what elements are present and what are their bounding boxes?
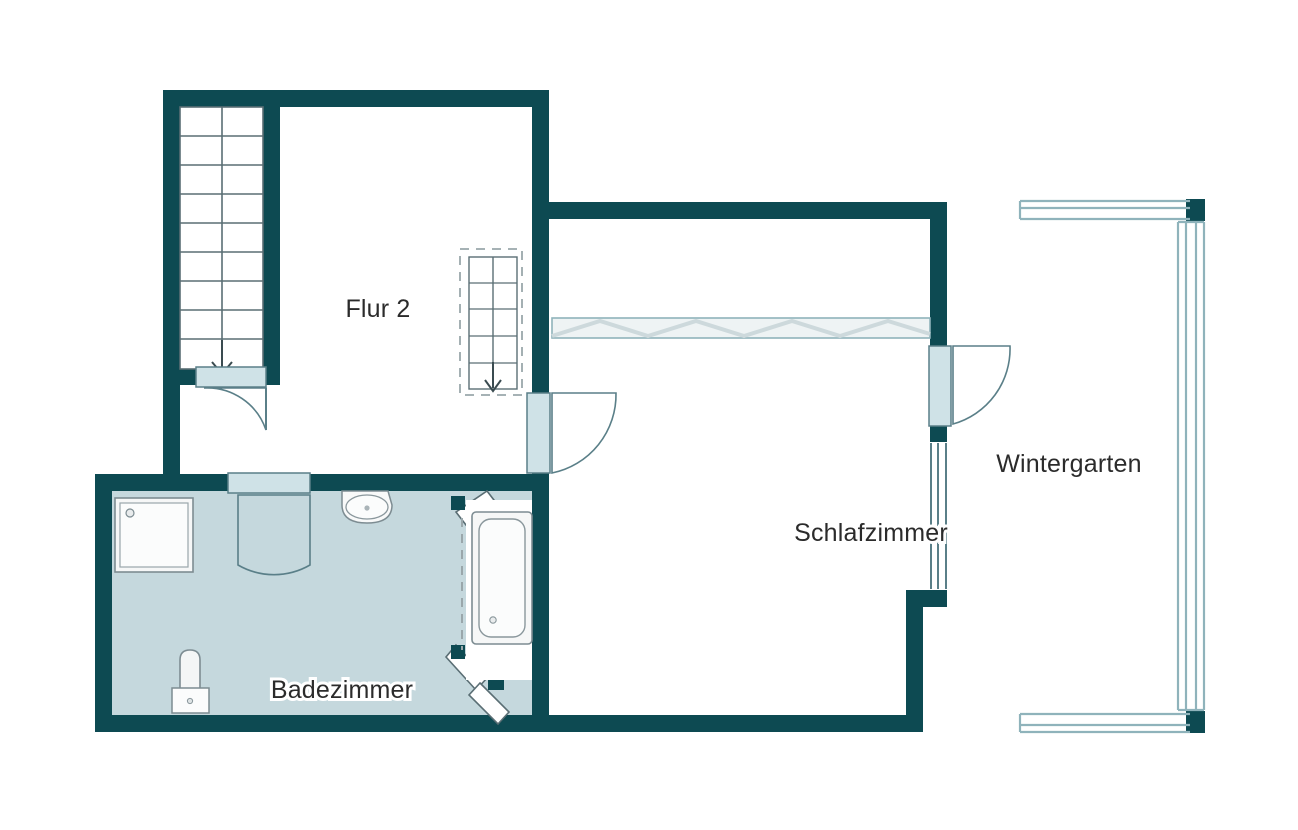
door-treppenhaus-panel[interactable] <box>195 366 267 388</box>
wall-bottom-schlafzimmer <box>532 715 923 732</box>
wall-right-badezimmer <box>532 474 549 732</box>
glazing-partition-slot <box>930 443 947 589</box>
door-treppenhaus-swing <box>203 387 267 431</box>
room-area-wintergarten <box>948 210 1196 722</box>
wall-right-schlafzimmer-upper <box>930 202 947 352</box>
room-fills <box>103 104 1196 722</box>
walls <box>95 90 1205 733</box>
wardrobe-zigzag <box>551 318 931 339</box>
door-badezimmer-swing <box>237 494 311 576</box>
label-wintergarten-halo: Wintergarten <box>996 450 1142 478</box>
wall-stairshaft-right <box>263 107 280 385</box>
fixture-dusche <box>114 497 194 573</box>
door-badezimmer[interactable] <box>227 472 311 576</box>
wall-flur2-badezimmer <box>95 474 549 491</box>
door-wintergarten-swing <box>952 345 1011 426</box>
room-labels: Flur 2 Flur 2 Badezimmer Badezimmer Schl… <box>268 292 1145 707</box>
label-schlafzimmer: Schlafzimmer <box>794 519 948 547</box>
post-wintergarten-top-right <box>1186 199 1205 221</box>
post-wintergarten-bottom-right <box>1186 711 1205 733</box>
door-schlafzimmer[interactable] <box>526 392 617 474</box>
label-flur2: Flur 2 <box>345 295 410 323</box>
dusche-drain-icon <box>125 508 135 518</box>
fixture-wc <box>171 649 210 714</box>
staircase-main <box>179 106 264 376</box>
room-area-badezimmer <box>103 491 534 718</box>
badewanne-inner <box>478 518 526 638</box>
alcove-wall-bottom2 <box>467 681 511 726</box>
wall-right-upper-flur2 <box>532 90 549 480</box>
badewanne-drain-icon <box>489 616 497 624</box>
fixture-waschbecken <box>341 490 393 524</box>
door-treppenhaus[interactable] <box>195 366 267 431</box>
wall-left-badezimmer <box>95 474 112 732</box>
fixture-badewanne <box>471 511 533 645</box>
alcove-corner-dark-top <box>451 496 465 510</box>
label-badezimmer-halo: Badezimmer <box>271 676 413 704</box>
label-flur2-halo: Flur 2 <box>345 295 410 323</box>
door-schlafzimmer-swing <box>551 392 617 474</box>
room-area-schlafzimmer <box>552 218 930 718</box>
staircase-dashed <box>459 248 523 396</box>
wardrobe-schlafzimmer <box>551 317 931 339</box>
label-badezimmer: Badezimmer <box>271 676 413 704</box>
wall-right-schlafzimmer-stub <box>906 590 923 732</box>
stair-dashed-envelope <box>459 248 523 396</box>
waschbecken-drain-icon <box>364 505 370 511</box>
door-wintergarten[interactable] <box>928 345 1011 427</box>
wall-bottom-badezimmer <box>95 715 549 732</box>
door-badezimmer-panel[interactable] <box>227 472 311 494</box>
label-schlafzimmer-halo: Schlafzimmer <box>794 519 948 547</box>
door-schlafzimmer-panel[interactable] <box>526 392 551 474</box>
wall-right-schlafzimmer-lower <box>930 424 947 442</box>
glazing-wintergarten <box>1018 199 1206 734</box>
wall-top-left-block <box>163 90 549 107</box>
wc-bowl <box>179 649 201 691</box>
wall-top-schlafzimmer <box>549 202 947 219</box>
wc-flush-icon <box>186 697 194 705</box>
label-wintergarten: Wintergarten <box>996 450 1142 478</box>
door-wintergarten-panel[interactable] <box>928 345 952 427</box>
stair-dashed-direction-arrow <box>484 362 502 393</box>
wall-left-flur2 <box>163 90 180 480</box>
